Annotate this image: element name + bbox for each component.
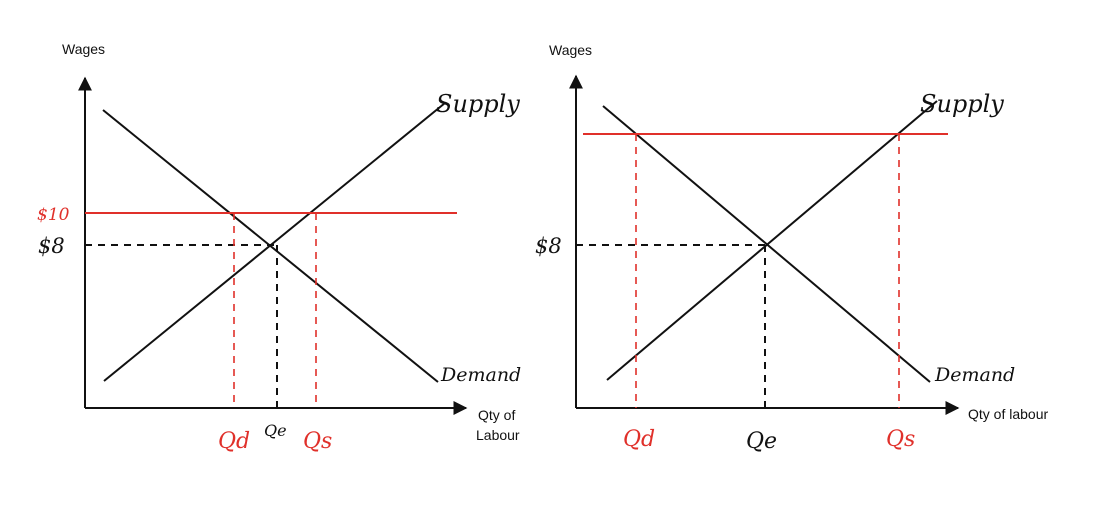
left-qd-label: Qd xyxy=(218,429,250,454)
right-x-axis-label: Qty of labour xyxy=(968,406,1048,422)
left-supply-curve xyxy=(103,102,446,382)
left-qe-label: Qe xyxy=(264,421,287,440)
right-supply-label: Supply xyxy=(920,90,1004,118)
left-supply-label: Supply xyxy=(436,90,520,118)
left-qs-label: Qs xyxy=(303,429,332,454)
right-qe-label: Qe xyxy=(746,429,777,454)
left-wage-high-label: $10 xyxy=(37,205,70,225)
left-x-axis-label-line2: Labour xyxy=(476,427,520,443)
left-x-axis-label-line1: Qty of xyxy=(478,407,515,423)
right-diagram: Wages Qty of labour Supply Demand $8 Qd … xyxy=(535,42,1048,454)
left-y-axis-label: Wages xyxy=(62,41,105,57)
left-wage-eq-label: $8 xyxy=(38,234,65,258)
right-qs-label: Qs xyxy=(886,427,915,452)
right-wage-eq-label: $8 xyxy=(535,234,562,258)
right-y-axis-label: Wages xyxy=(549,42,592,58)
right-supply-curve xyxy=(606,100,938,381)
right-qd-label: Qd xyxy=(623,427,655,452)
left-demand-label: Demand xyxy=(440,364,521,386)
left-diagram: Wages Qty of Labour Supply Demand $10 $8… xyxy=(37,41,521,454)
right-demand-label: Demand xyxy=(934,364,1015,386)
